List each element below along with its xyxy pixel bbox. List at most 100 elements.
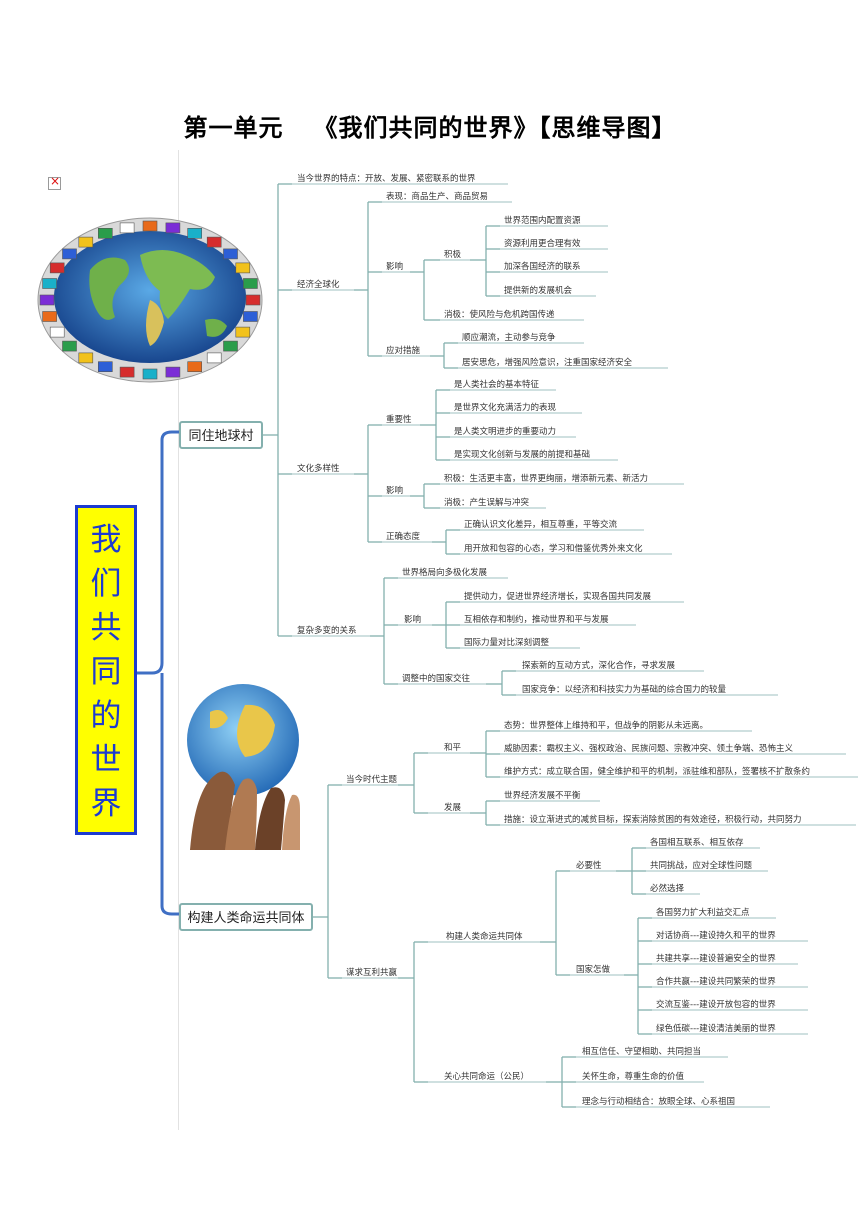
node-econ-jiji-item: 世界范围内配置资源: [504, 215, 581, 226]
flag-icon: [206, 352, 222, 364]
node-culture-importance-item: 是实现文化创新与发展的前提和基础: [454, 449, 590, 460]
flag-icon: [142, 220, 158, 232]
flag-icon: [78, 352, 94, 364]
node-how: 国家怎做: [576, 964, 611, 975]
world-map-image: [37, 217, 263, 383]
node-econ-yingxiang: 影响: [386, 261, 403, 272]
branch-label-earth-village: 同住地球村: [188, 429, 253, 444]
node-necessity-item: 共同挑战，应对全球性问题: [650, 860, 753, 871]
node-culture-importance: 重要性: [386, 414, 412, 425]
flag-icon: [62, 340, 77, 352]
flag-icon: [42, 311, 57, 322]
page-title: 第一单元 《我们共同的世界》【思维导图】: [0, 108, 860, 143]
flag-icon: [165, 366, 181, 378]
node-how-item: 合作共赢---建设共同繁荣的世界: [656, 976, 776, 987]
page-divider: [178, 150, 179, 1130]
flag-icon: [165, 222, 181, 234]
flag-icon: [235, 326, 251, 338]
flag-icon: [187, 228, 202, 239]
title-unit: 第一单元: [183, 114, 284, 142]
node-care-item: 理念与行动相结合：放眼全球、心系祖国: [582, 1096, 735, 1107]
flag-icon: [62, 248, 77, 260]
node-relations-adjust-item: 国家竞争：以经济和科技实力为基础的综合国力的较量: [522, 684, 727, 695]
flag-icon: [49, 326, 65, 338]
node-econ-cuoshi: 应对措施: [386, 345, 421, 356]
node-build: 构建人类命运共同体: [446, 931, 523, 942]
node-econ-xiaoji: 消极：使风险与危机跨国传递: [444, 309, 555, 320]
node-culture-importance-item: 是人类文明进步的重要动力: [454, 426, 556, 437]
node-develop-item: 措施：设立渐进式的减贫目标，探索消除贫困的有效途径，积极行动，共同努力: [504, 814, 802, 825]
flag-icon: [187, 361, 202, 373]
node-how-item: 绿色低碳---建设清洁美丽的世界: [656, 1023, 776, 1034]
central-char: 共: [90, 610, 122, 646]
node-peace-item: 维护方式：成立联合国，健全维护和平的机制，派驻维和部队，签署核不扩散条约: [504, 766, 810, 777]
globe-hands-image: [186, 660, 300, 850]
node-culture-attitude: 正确态度: [386, 531, 421, 542]
node-econ-jiji-item: 资源利用更合理有效: [504, 238, 581, 249]
central-char: 界: [90, 786, 122, 822]
broken-image-icon: [48, 174, 61, 190]
node-peace: 和平: [444, 743, 462, 753]
node-culture-yingxiang: 影响: [386, 485, 403, 496]
flag-icon: [98, 361, 113, 373]
node-multipolar: 世界格局向多极化发展: [402, 567, 488, 578]
central-char: 同: [90, 654, 122, 690]
node-how-item: 各国努力扩大利益交汇点: [656, 907, 750, 918]
branch-label-community: 构建人类命运共同体: [187, 910, 304, 926]
node-relations-yingxiang-item: 提供动力，促进世界经济增长，实现各国共同发展: [464, 591, 652, 602]
node-care: 关心共同命运（公民）: [444, 1071, 529, 1082]
flag-icon: [245, 294, 261, 306]
node-necessity-item: 必然选择: [650, 883, 685, 894]
node-econ-cuoshi-item: 居安思危，增强风险意识，注重国家经济安全: [462, 357, 633, 368]
flag-icon: [235, 262, 251, 274]
flag-icon: [119, 366, 135, 378]
node-develop-item: 世界经济发展不平衡: [504, 790, 581, 801]
central-topic: 我 们 共 同 的 世 界: [75, 505, 137, 835]
node-care-item: 相互信任、守望相助、共同担当: [582, 1046, 701, 1057]
node-culture-importance-item: 是世界文化充满活力的表现: [454, 402, 557, 413]
flag-icon: [223, 248, 238, 260]
node-culture-importance-item: 是人类社会的基本特征: [454, 379, 540, 390]
flag-icon: [206, 236, 222, 248]
flag-icon: [243, 278, 258, 289]
flag-icon: [142, 368, 158, 380]
node-how-item: 对话协商---建设持久和平的世界: [656, 930, 776, 941]
node-world-feature: 当今世界的特点：开放、发展、紧密联系的世界: [297, 173, 476, 184]
flag-icon: [42, 278, 57, 289]
node-econ-jiji: 积极: [444, 249, 462, 260]
central-char: 世: [90, 742, 122, 778]
node-peace-item: 态势：世界整体上维持和平，但战争的阴影从未远离。: [504, 720, 708, 731]
node-care-item: 关怀生命，尊重生命的价值: [582, 1071, 685, 1082]
node-culture-attitude-item: 用开放和包容的心态，学习和借鉴优秀外来文化: [464, 543, 643, 554]
flag-icon: [49, 262, 65, 274]
node-peace-item: 威胁因素：霸权主义、强权政治、民族问题、宗教冲突、领土争端、恐怖主义: [504, 743, 794, 754]
node-culture-attitude-item: 正确认识文化差异，相互尊重，平等交流: [464, 519, 618, 530]
node-mutual: 谋求互利共赢: [346, 967, 398, 978]
central-char: 我: [90, 522, 122, 558]
node-econ-jiji-item: 加深各国经济的联系: [504, 261, 581, 272]
node-relations-adjust-item: 探索新的互动方式，深化合作，寻求发展: [522, 660, 676, 671]
node-culture-yingxiang-item: 消极：产生误解与冲突: [444, 497, 530, 508]
node-relations-yingxiang-item: 国际力量对比深刻调整: [464, 637, 550, 648]
node-necessity: 必要性: [576, 860, 602, 871]
title-name: 《我们共同的世界》【思维导图】: [313, 114, 677, 142]
node-how-item: 交流互鉴---建设开放包容的世界: [656, 999, 776, 1010]
node-culture-yingxiang-item: 积极：生活更丰富，世界更绚丽，增添新元素、新活力: [444, 473, 648, 484]
node-econ-cuoshi-item: 顺应潮流，主动参与竞争: [462, 332, 556, 343]
node-culture-diversity: 文化多样性: [297, 463, 340, 474]
node-econ-globalization: 经济全球化: [297, 279, 340, 290]
node-relations-yingxiang-item: 互相依存和制约，推动世界和平与发展: [464, 614, 609, 625]
node-relations-yingxiang: 影响: [404, 614, 421, 625]
node-theme: 当今时代主题: [346, 774, 398, 785]
flag-icon: [119, 222, 135, 234]
flag-icon: [243, 311, 258, 322]
flag-icon: [39, 294, 55, 306]
central-char: 们: [90, 566, 122, 602]
node-econ-jiji-item: 提供新的发展机会: [504, 285, 573, 296]
flag-icon: [98, 228, 113, 239]
flag-icon: [223, 340, 238, 352]
flag-icon: [78, 236, 94, 248]
node-necessity-item: 各国相互联系、相互依存: [650, 837, 744, 848]
